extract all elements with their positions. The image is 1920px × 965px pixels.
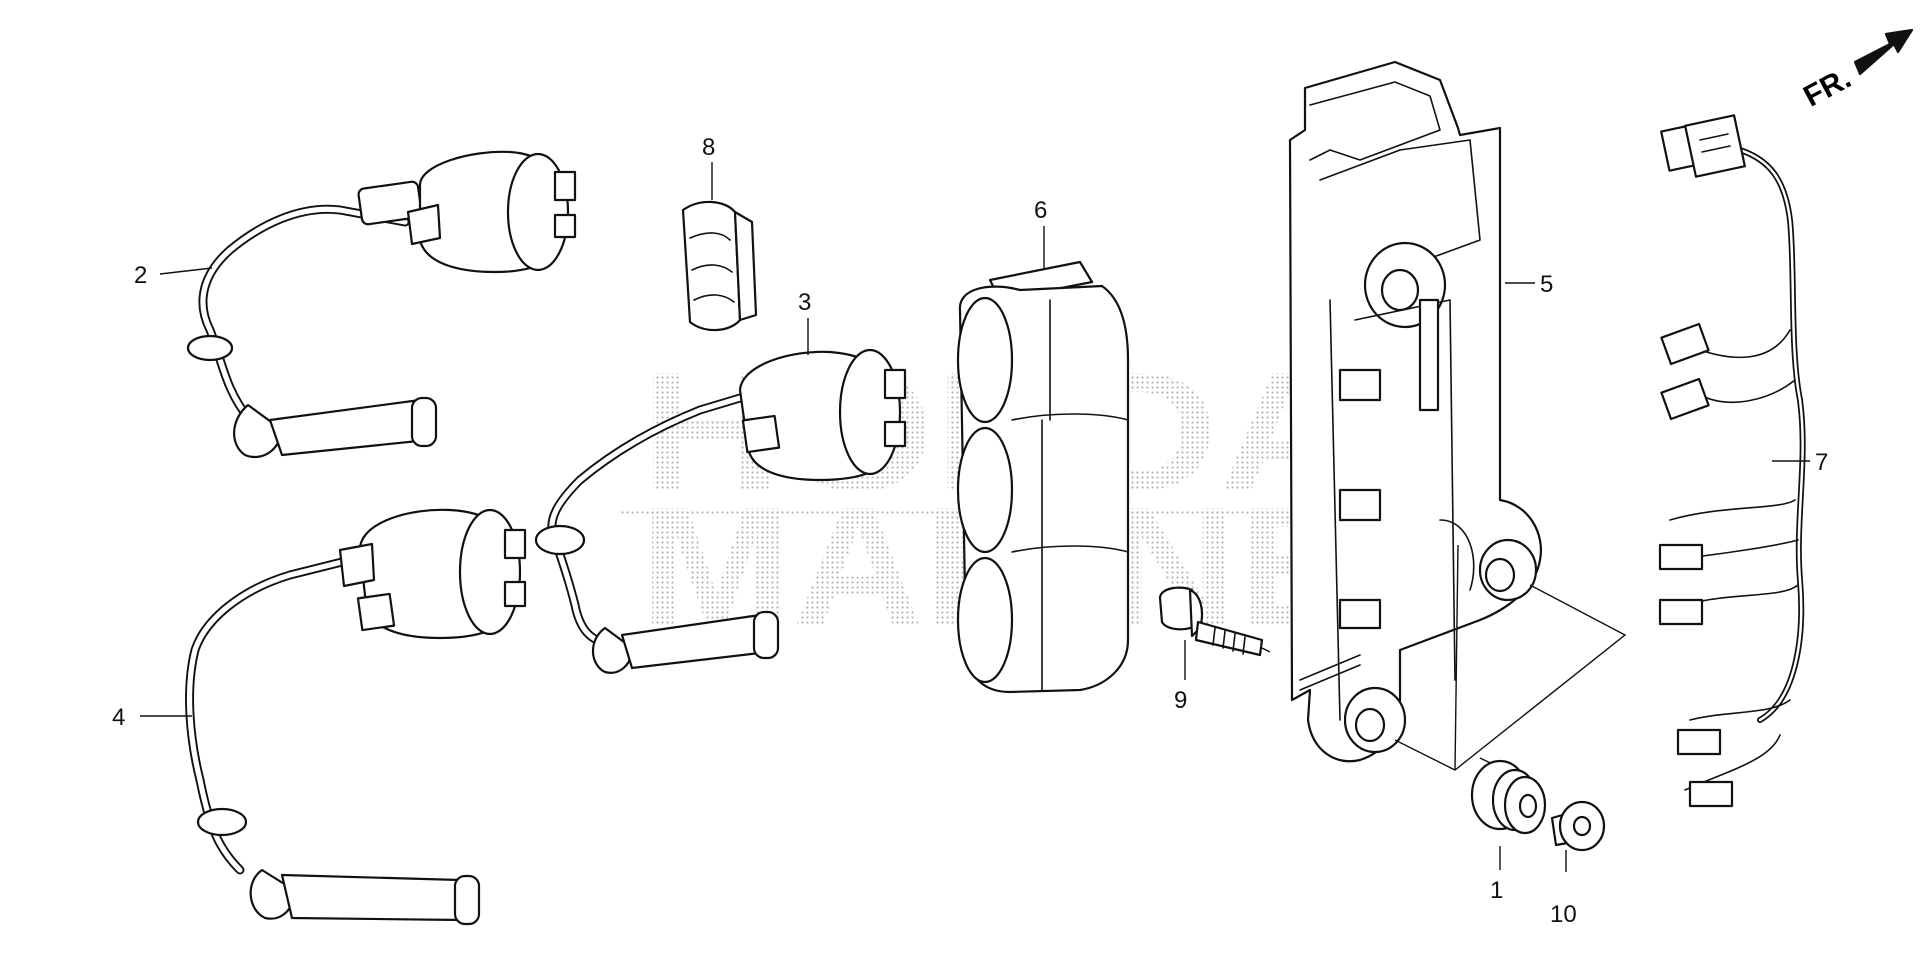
part-2-ignition-coil (186, 150, 577, 458)
callout-3: 3 (798, 289, 811, 316)
part-3-ignition-coil (534, 348, 907, 674)
part-6-coil-holder (956, 260, 1130, 694)
callout-5: 5 (1540, 271, 1553, 298)
part-5-mounting-bracket (1288, 60, 1543, 763)
part-1-grommet (1470, 759, 1547, 835)
callout-4: 4 (112, 704, 125, 731)
callout-leaders (140, 162, 1810, 872)
callout-6: 6 (1034, 197, 1047, 224)
callout-9: 9 (1174, 687, 1187, 714)
front-direction-arrow-icon (1853, 28, 1914, 76)
callout-2: 2 (134, 262, 147, 289)
callout-10: 10 (1550, 901, 1577, 928)
callout-7: 7 (1815, 449, 1828, 476)
front-direction-label: FR. (1798, 62, 1856, 114)
part-9-flange-bolt (1158, 586, 1264, 657)
callout-labels: 1 2 3 4 5 6 7 8 9 10 (112, 134, 1828, 928)
part-4-ignition-coil (185, 508, 527, 926)
part-8-cord-clamp (681, 200, 758, 332)
part-7-wire-harness (1658, 114, 1806, 808)
callout-1: 1 (1490, 877, 1503, 904)
callout-8: 8 (702, 134, 715, 161)
part-10-collar (1550, 800, 1606, 852)
front-direction-indicator: FR. (1798, 28, 1914, 114)
